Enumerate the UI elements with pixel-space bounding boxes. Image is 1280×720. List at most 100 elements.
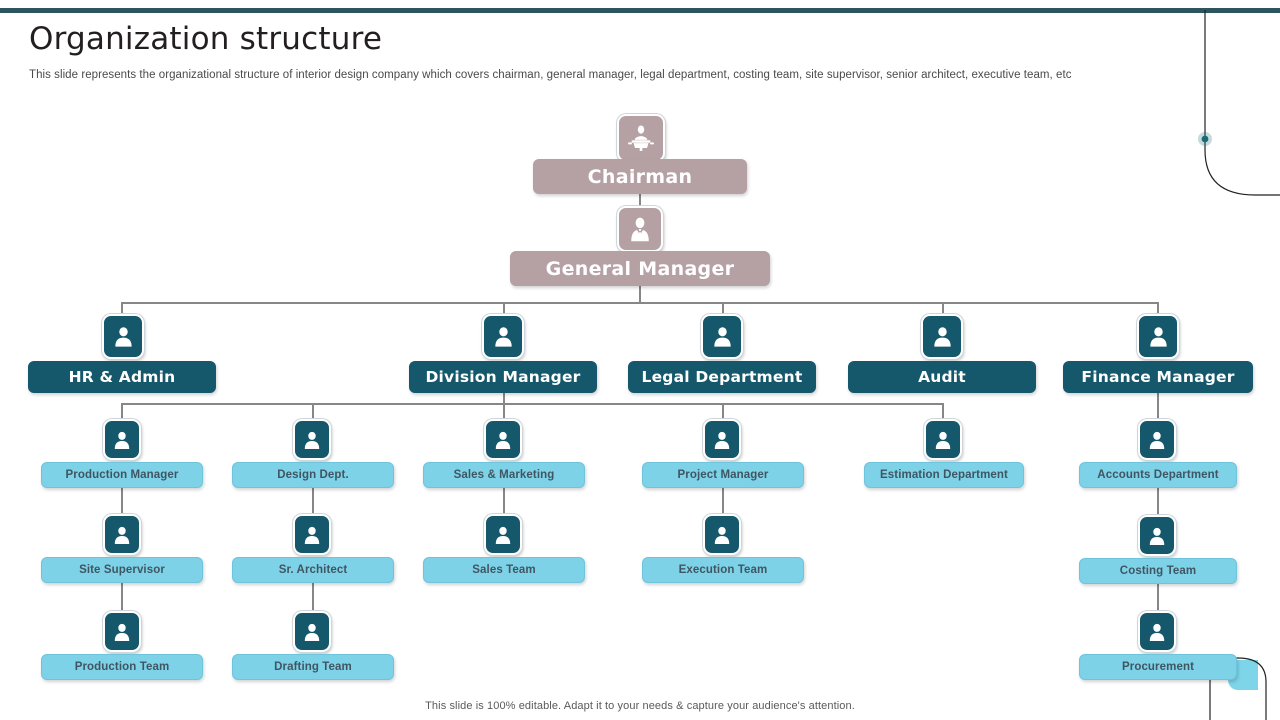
costing-team-label-box[interactable]: Costing Team bbox=[1079, 558, 1237, 584]
person-icon bbox=[703, 514, 741, 555]
wire-level3-bus bbox=[121, 403, 943, 405]
node-production-team[interactable]: Production Team bbox=[41, 611, 203, 680]
legal-department-label-box[interactable]: Legal Department bbox=[628, 361, 816, 393]
sales-team-label: Sales Team bbox=[472, 564, 536, 576]
sr-architect-label-box[interactable]: Sr. Architect bbox=[232, 557, 394, 583]
sales-marketing-label-box[interactable]: Sales & Marketing bbox=[423, 462, 585, 488]
node-legal-department[interactable]: Legal Department bbox=[628, 314, 816, 393]
hr-admin-label: HR & Admin bbox=[68, 368, 176, 386]
production-manager-label: Production Manager bbox=[65, 469, 179, 481]
page-subtitle: This slide represents the organizational… bbox=[29, 69, 1072, 81]
person-icon bbox=[921, 314, 963, 359]
node-accounts-department[interactable]: Accounts Department bbox=[1079, 419, 1237, 488]
site-supervisor-label-box[interactable]: Site Supervisor bbox=[41, 557, 203, 583]
wire-division-drop bbox=[503, 393, 505, 404]
node-hr-admin[interactable]: HR & Admin bbox=[28, 314, 216, 393]
node-costing-team[interactable]: Costing Team bbox=[1079, 515, 1237, 584]
node-drafting-team[interactable]: Drafting Team bbox=[232, 611, 394, 680]
node-production-manager[interactable]: Production Manager bbox=[41, 419, 203, 488]
design-dept-label: Design Dept. bbox=[277, 469, 349, 481]
person-icon bbox=[102, 314, 144, 359]
accounts-department-label-box[interactable]: Accounts Department bbox=[1079, 462, 1237, 488]
node-design-dept[interactable]: Design Dept. bbox=[232, 419, 394, 488]
node-finance-manager[interactable]: Finance Manager bbox=[1063, 314, 1253, 393]
costing-team-label: Costing Team bbox=[1119, 565, 1197, 577]
wire-drop-design-dept bbox=[312, 403, 314, 420]
execution-team-label: Execution Team bbox=[678, 564, 768, 576]
procurement-label: Procurement bbox=[1121, 661, 1195, 673]
person-icon bbox=[924, 419, 962, 460]
businessman-icon bbox=[617, 206, 663, 252]
sales-marketing-label: Sales & Marketing bbox=[453, 469, 555, 481]
node-procurement[interactable]: Procurement bbox=[1079, 611, 1237, 680]
wire-costing-procurement bbox=[1157, 584, 1159, 612]
legal-department-label: Legal Department bbox=[641, 368, 803, 386]
person-icon bbox=[103, 611, 141, 652]
wire-drop-estimation bbox=[942, 403, 944, 420]
wire-accounts-costing bbox=[1157, 488, 1159, 516]
corner-curve-decoration bbox=[1198, 10, 1280, 196]
chairman-label: Chairman bbox=[587, 165, 693, 188]
chairman-label-box[interactable]: Chairman bbox=[533, 159, 747, 194]
design-dept-label-box[interactable]: Design Dept. bbox=[232, 462, 394, 488]
finance-manager-label: Finance Manager bbox=[1081, 368, 1235, 386]
wire-sitesup-prodteam bbox=[121, 583, 123, 612]
node-general-manager[interactable]: General Manager bbox=[510, 206, 770, 286]
wire-project-execution bbox=[722, 488, 724, 515]
drafting-team-label-box[interactable]: Drafting Team bbox=[232, 654, 394, 680]
wire-design-architect bbox=[312, 488, 314, 515]
person-icon bbox=[482, 314, 524, 359]
node-audit[interactable]: Audit bbox=[848, 314, 1036, 393]
sr-architect-label: Sr. Architect bbox=[278, 564, 348, 576]
general-manager-label: General Manager bbox=[545, 257, 735, 280]
person-icon bbox=[103, 514, 141, 555]
node-site-supervisor[interactable]: Site Supervisor bbox=[41, 514, 203, 583]
project-manager-label: Project Manager bbox=[677, 469, 769, 481]
person-icon bbox=[1137, 314, 1179, 359]
finance-manager-label-box[interactable]: Finance Manager bbox=[1063, 361, 1253, 393]
person-icon bbox=[293, 514, 331, 555]
production-team-label-box[interactable]: Production Team bbox=[41, 654, 203, 680]
execution-team-label-box[interactable]: Execution Team bbox=[642, 557, 804, 583]
node-sales-marketing[interactable]: Sales & Marketing bbox=[423, 419, 585, 488]
wire-drop-project-manager bbox=[722, 403, 724, 420]
node-division-manager[interactable]: Division Manager bbox=[409, 314, 597, 393]
audit-label: Audit bbox=[918, 368, 966, 386]
wire-drop-production-manager bbox=[121, 403, 123, 420]
node-chairman[interactable]: Chairman bbox=[533, 114, 747, 194]
chairman-podium-icon bbox=[617, 114, 665, 162]
wire-level2-bus bbox=[121, 302, 1159, 304]
page-title: Organization structure bbox=[29, 21, 383, 57]
procurement-label-box[interactable]: Procurement bbox=[1079, 654, 1237, 680]
production-manager-label-box[interactable]: Production Manager bbox=[41, 462, 203, 488]
audit-label-box[interactable]: Audit bbox=[848, 361, 1036, 393]
node-estimation-department[interactable]: Estimation Department bbox=[864, 419, 1024, 488]
person-icon bbox=[293, 611, 331, 652]
accounts-department-label: Accounts Department bbox=[1097, 469, 1219, 481]
top-accent-rule bbox=[0, 8, 1280, 13]
sales-team-label-box[interactable]: Sales Team bbox=[423, 557, 585, 583]
wire-sales-salesteam bbox=[503, 488, 505, 515]
wire-finance-accounts bbox=[1157, 393, 1159, 420]
person-icon bbox=[103, 419, 141, 460]
node-sales-team[interactable]: Sales Team bbox=[423, 514, 585, 583]
person-icon bbox=[701, 314, 743, 359]
footer-note: This slide is 100% editable. Adapt it to… bbox=[425, 700, 855, 712]
estimation-department-label-box[interactable]: Estimation Department bbox=[864, 462, 1024, 488]
general-manager-label-box[interactable]: General Manager bbox=[510, 251, 770, 286]
node-execution-team[interactable]: Execution Team bbox=[642, 514, 804, 583]
person-icon bbox=[484, 419, 522, 460]
division-manager-label-box[interactable]: Division Manager bbox=[409, 361, 597, 393]
node-project-manager[interactable]: Project Manager bbox=[642, 419, 804, 488]
site-supervisor-label: Site Supervisor bbox=[79, 564, 165, 576]
hr-admin-label-box[interactable]: HR & Admin bbox=[28, 361, 216, 393]
drafting-team-label: Drafting Team bbox=[274, 661, 352, 673]
person-icon bbox=[1138, 515, 1176, 556]
project-manager-label-box[interactable]: Project Manager bbox=[642, 462, 804, 488]
production-team-label: Production Team bbox=[74, 661, 170, 673]
node-sr-architect[interactable]: Sr. Architect bbox=[232, 514, 394, 583]
person-icon bbox=[1138, 611, 1176, 652]
person-icon bbox=[484, 514, 522, 555]
person-icon bbox=[293, 419, 331, 460]
